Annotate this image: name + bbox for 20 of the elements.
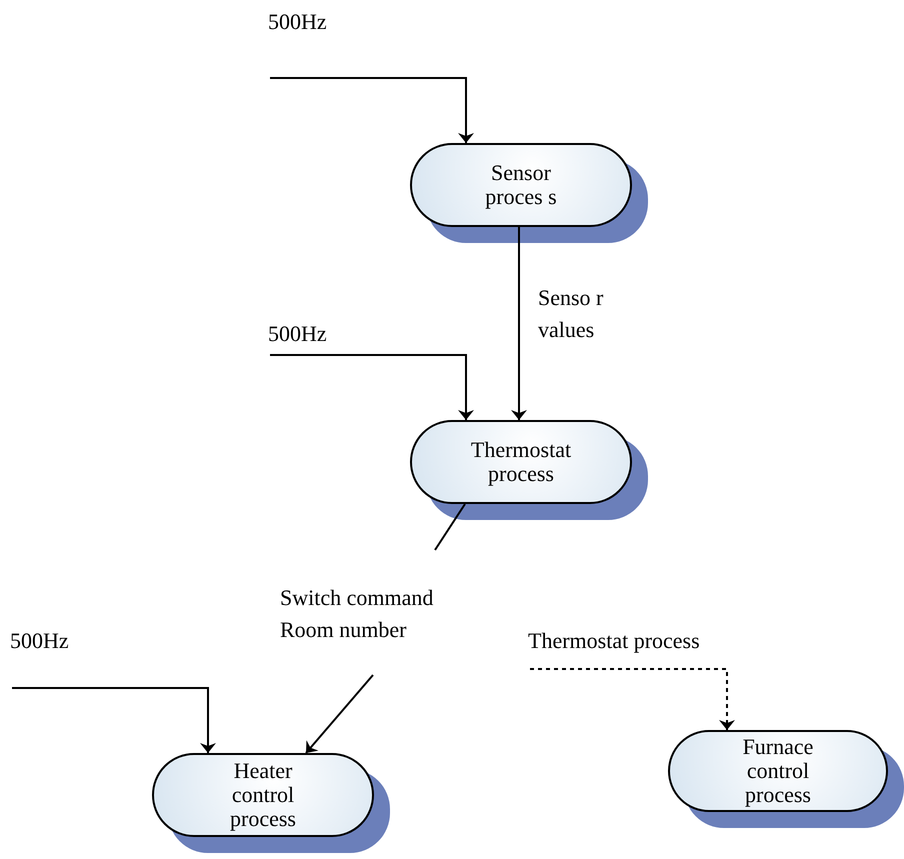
edge-label: Switch command Room number [280,584,434,644]
edge-label: Thermostat process [528,627,701,655]
process-node [668,730,904,828]
arrow [270,354,474,420]
process-node [410,420,648,520]
arrow [12,687,216,753]
edge-label: 500Hz [268,320,328,348]
edge-label: 500Hz [268,8,328,36]
process-node [152,753,390,853]
arrow [305,674,374,754]
edge-label: 500Hz [10,627,70,655]
node-label: Heater control process [229,758,297,832]
arrow [511,227,527,420]
node-label: Sensor proces s [484,160,558,210]
node-label: Furnace control process [742,734,814,808]
node-label: Thermostat process [470,438,572,486]
process-node [410,143,648,243]
arrow [270,77,474,143]
arrow [530,668,735,730]
edge-label: Senso r values [538,284,604,344]
